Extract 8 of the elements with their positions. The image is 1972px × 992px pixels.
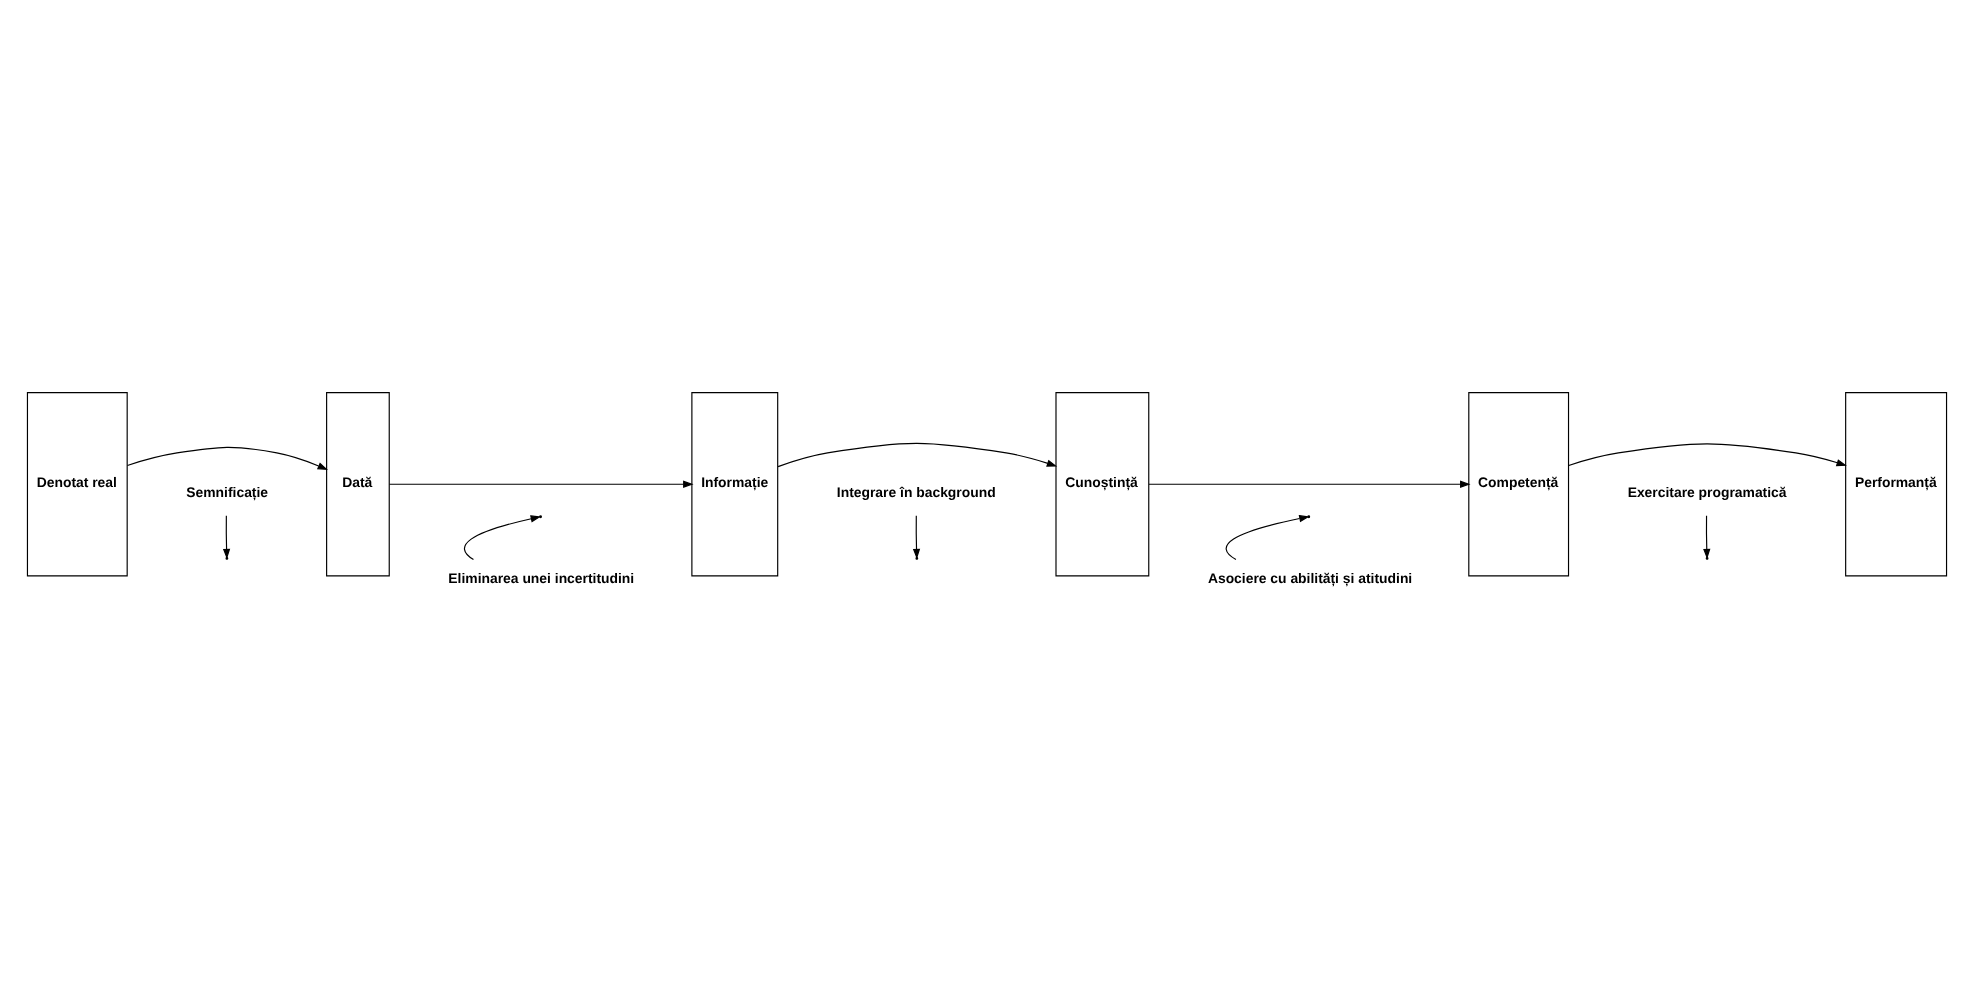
arrow	[387, 479, 693, 487]
arrow	[776, 441, 1057, 467]
arrow	[221, 514, 230, 559]
arrow	[1702, 514, 1710, 559]
arrow	[125, 445, 328, 469]
arrow	[1147, 479, 1470, 487]
arrow	[1567, 442, 1846, 466]
arrow	[911, 514, 920, 559]
